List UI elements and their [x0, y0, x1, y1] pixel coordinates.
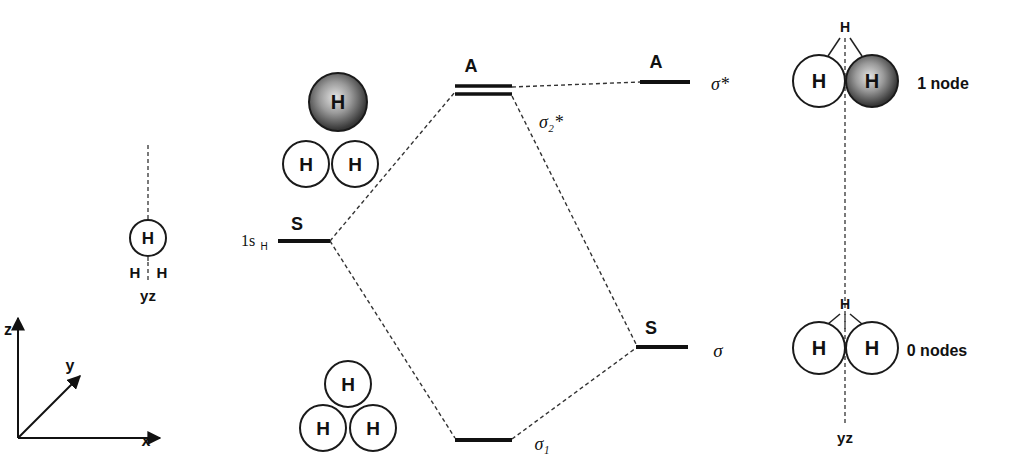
- correlation-lines: [330, 82, 640, 439]
- diagram-label: A: [465, 57, 478, 75]
- diagram-label: H: [260, 242, 267, 252]
- atom-symbol: H: [142, 230, 154, 247]
- diagram-label: yz: [837, 430, 853, 445]
- atom-symbol: H: [331, 92, 345, 112]
- atom-symbol: H: [299, 155, 313, 174]
- energy-levels: [278, 82, 690, 440]
- diagram-label: 1s: [241, 233, 255, 249]
- hydrogen-atom-circle: H: [331, 140, 379, 188]
- atom-symbol: H: [341, 375, 355, 394]
- hydrogen-atom-circle: H: [308, 72, 368, 132]
- atom-symbol: H: [348, 155, 362, 174]
- diagram-label: H: [130, 265, 141, 280]
- hydrogen-atom-circle: H: [324, 360, 372, 408]
- diagram-label: 0 nodes: [907, 343, 967, 359]
- diagram-label: A: [650, 53, 663, 71]
- atom-symbol: H: [316, 419, 330, 438]
- diagram-label: x: [142, 433, 151, 449]
- diagram-label: yz: [140, 288, 156, 303]
- diagram-label: σ*: [711, 75, 729, 93]
- atom-symbol: H: [865, 71, 879, 91]
- diagram-label: H: [840, 20, 850, 34]
- hydrogen-atom-circle: H: [299, 404, 347, 452]
- diagram-label: S: [291, 215, 303, 233]
- hydrogen-atom-circle: H: [792, 54, 846, 108]
- atom-symbol: H: [812, 338, 826, 358]
- hydrogen-atom-circle: H: [349, 404, 397, 452]
- diagram-label: H: [840, 297, 850, 311]
- diagram-label: z: [4, 322, 12, 338]
- diagram-label: 1 node: [917, 76, 969, 92]
- axes: [18, 318, 160, 438]
- atom-symbol: H: [865, 338, 879, 358]
- atom-symbol: H: [812, 71, 826, 91]
- diagram-label: σ: [713, 341, 722, 360]
- diagram-label: σ₂*: [539, 113, 563, 131]
- diagram-label: σ₁: [534, 435, 549, 453]
- hydrogen-atom-circle: H: [129, 219, 167, 257]
- diagram-label: H: [157, 265, 168, 280]
- diagram-label: y: [66, 358, 75, 374]
- hydrogen-atom-circle: H: [845, 321, 899, 375]
- hydrogen-atom-circle: H: [282, 140, 330, 188]
- atom-symbol: H: [366, 419, 380, 438]
- hydrogen-atom-circle: H: [845, 54, 899, 108]
- hydrogen-atom-circle: H: [792, 321, 846, 375]
- diagram-label: S: [645, 319, 657, 337]
- symmetry-planes: [148, 38, 845, 424]
